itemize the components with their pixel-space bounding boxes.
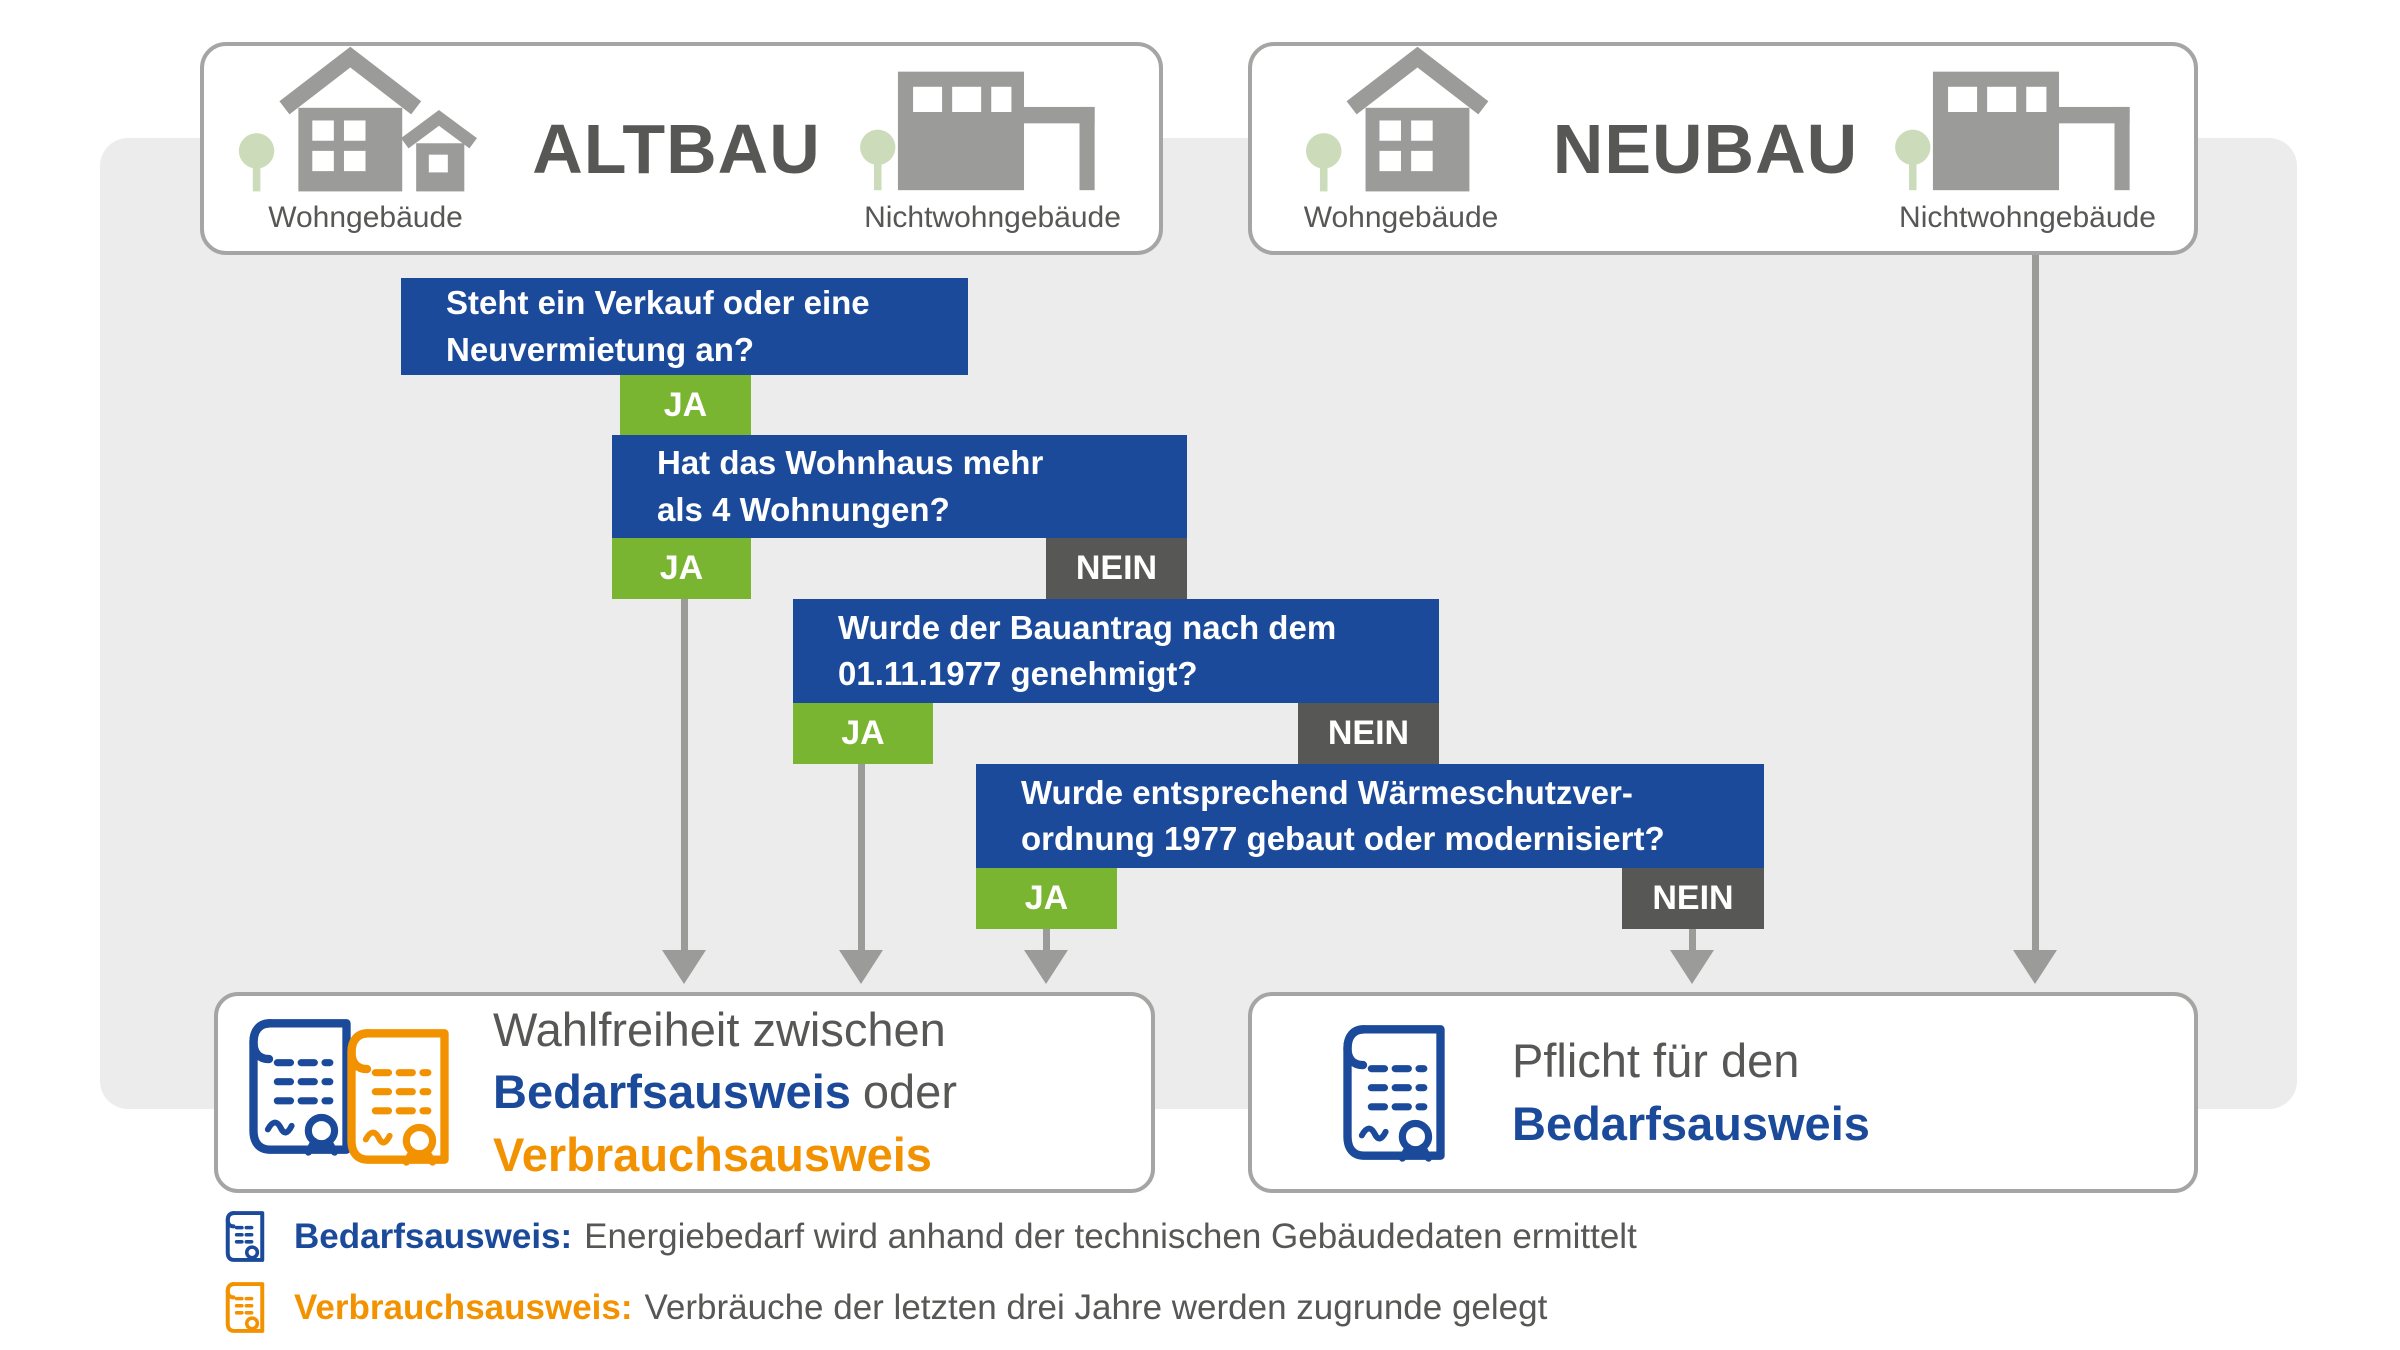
nonresidential-building-icon <box>1895 71 2130 191</box>
mandatory-result-text: Pflicht für den Bedarfsausweis <box>1512 1030 1870 1154</box>
altbau-nonresidential-side: Nichtwohngebäude <box>860 54 1125 241</box>
altbau-wohngebaeude-label: Wohngebäude <box>268 201 463 234</box>
verbrauchsausweis-icon <box>347 1028 449 1166</box>
arrowhead-icon <box>1024 950 1068 984</box>
question-box-verkauf: Steht ein Verkauf oder eine Neuvermietun… <box>401 278 968 375</box>
arrowhead-icon <box>2013 950 2057 984</box>
mandatory-line1: Pflicht für den <box>1512 1034 1800 1088</box>
legend-row-bedarfsausweis: Bedarfsausweis: Energiebedarf wird anhand… <box>222 1208 1637 1265</box>
arrow-ja2-to-choice <box>681 599 688 950</box>
arrow-ja3-to-choice <box>858 764 865 950</box>
question-box-wohnungen: Hat das Wohnhaus mehr als 4 Wohnungen? <box>612 435 1187 538</box>
legend-term-bedarfsausweis: Bedarfsausweis: <box>294 1216 573 1256</box>
arrowhead-icon <box>1670 950 1714 984</box>
arrow-ja4-to-choice <box>1043 929 1050 950</box>
result-box-mandatory: Pflicht für den Bedarfsausweis <box>1248 992 2198 1193</box>
legend-text: Bedarfsausweis: Energiebedarf wird anhand… <box>294 1217 1637 1257</box>
neubau-wohngebaeude-label: Wohngebäude <box>1303 201 1499 234</box>
legend: Bedarfsausweis: Energiebedarf wird anhand… <box>222 1208 1637 1350</box>
bedarfsausweis-icon <box>249 1018 351 1156</box>
bedarfsausweis-icon <box>225 1211 265 1262</box>
answer-ja-1: JA <box>620 375 751 435</box>
arrowhead-icon <box>662 950 706 984</box>
question-box-waermeschutz: Wurde entsprechend Wärmeschutzver- ordnu… <box>976 764 1764 868</box>
question-box-bauantrag: Wurde der Bauantrag nach dem 01.11.1977 … <box>793 599 1439 703</box>
answer-nein-2: NEIN <box>1046 538 1187 599</box>
oder-connector: oder <box>862 1065 957 1119</box>
choice-line1: Wahlfreiheit zwischen <box>493 1003 946 1057</box>
neubau-header-box: Wohngebäude NEUBAU Nichtwohngebäude <box>1248 42 2198 255</box>
answer-nein-3: NEIN <box>1298 703 1439 764</box>
altbau-residential-side: Wohngebäude <box>238 47 493 241</box>
verbrauchsausweis-icon <box>225 1282 265 1333</box>
answer-ja-3: JA <box>793 703 933 764</box>
bedarfsausweis-icon <box>1343 1025 1445 1162</box>
certificate-pair <box>238 1008 493 1178</box>
answer-ja-2: JA <box>612 538 751 599</box>
verbrauchsausweis-term: Verbrauchsausweis <box>493 1127 932 1181</box>
neubau-residential-side: Wohngebäude <box>1286 47 1516 241</box>
altbau-header-box: Wohngebäude ALTBAU Nichtwohngebäude <box>200 42 1163 255</box>
legend-text: Verbrauchsausweis: Verbräuche der letzten… <box>294 1288 1547 1328</box>
arrow-nein4-to-mandatory <box>1689 929 1696 950</box>
mandatory-line2: Bedarfsausweis <box>1512 1096 1870 1150</box>
neubau-nichtwohngebaeude-label: Nichtwohngebäude <box>1899 201 2156 234</box>
nonresidential-building-icon <box>860 71 1095 191</box>
legend-term-verbrauchsausweis: Verbrauchsausweis: <box>294 1287 633 1327</box>
bedarfsausweis-term: Bedarfsausweis <box>493 1065 851 1119</box>
neubau-nonresidential-side: Nichtwohngebäude <box>1895 54 2160 241</box>
answer-nein-4: NEIN <box>1622 868 1764 929</box>
neubau-title: NEUBAU <box>1552 110 1859 188</box>
altbau-nichtwohngebaeude-label: Nichtwohngebäude <box>864 201 1121 234</box>
arrow-neubau-to-mandatory <box>2032 255 2039 950</box>
residential-building-icon <box>1306 47 1489 192</box>
legend-desc-verbrauchsausweis: Verbräuche der letzten drei Jahre werden… <box>644 1287 1548 1327</box>
legend-row-verbrauchsausweis: Verbrauchsausweis: Verbräuche der letzten… <box>222 1279 1637 1336</box>
legend-desc-bedarfsausweis: Energiebedarf wird anhand der technische… <box>584 1216 1637 1256</box>
residential-building-icon <box>238 47 477 192</box>
altbau-title: ALTBAU <box>532 110 821 188</box>
answer-ja-4: JA <box>976 868 1117 929</box>
arrowhead-icon <box>839 950 883 984</box>
